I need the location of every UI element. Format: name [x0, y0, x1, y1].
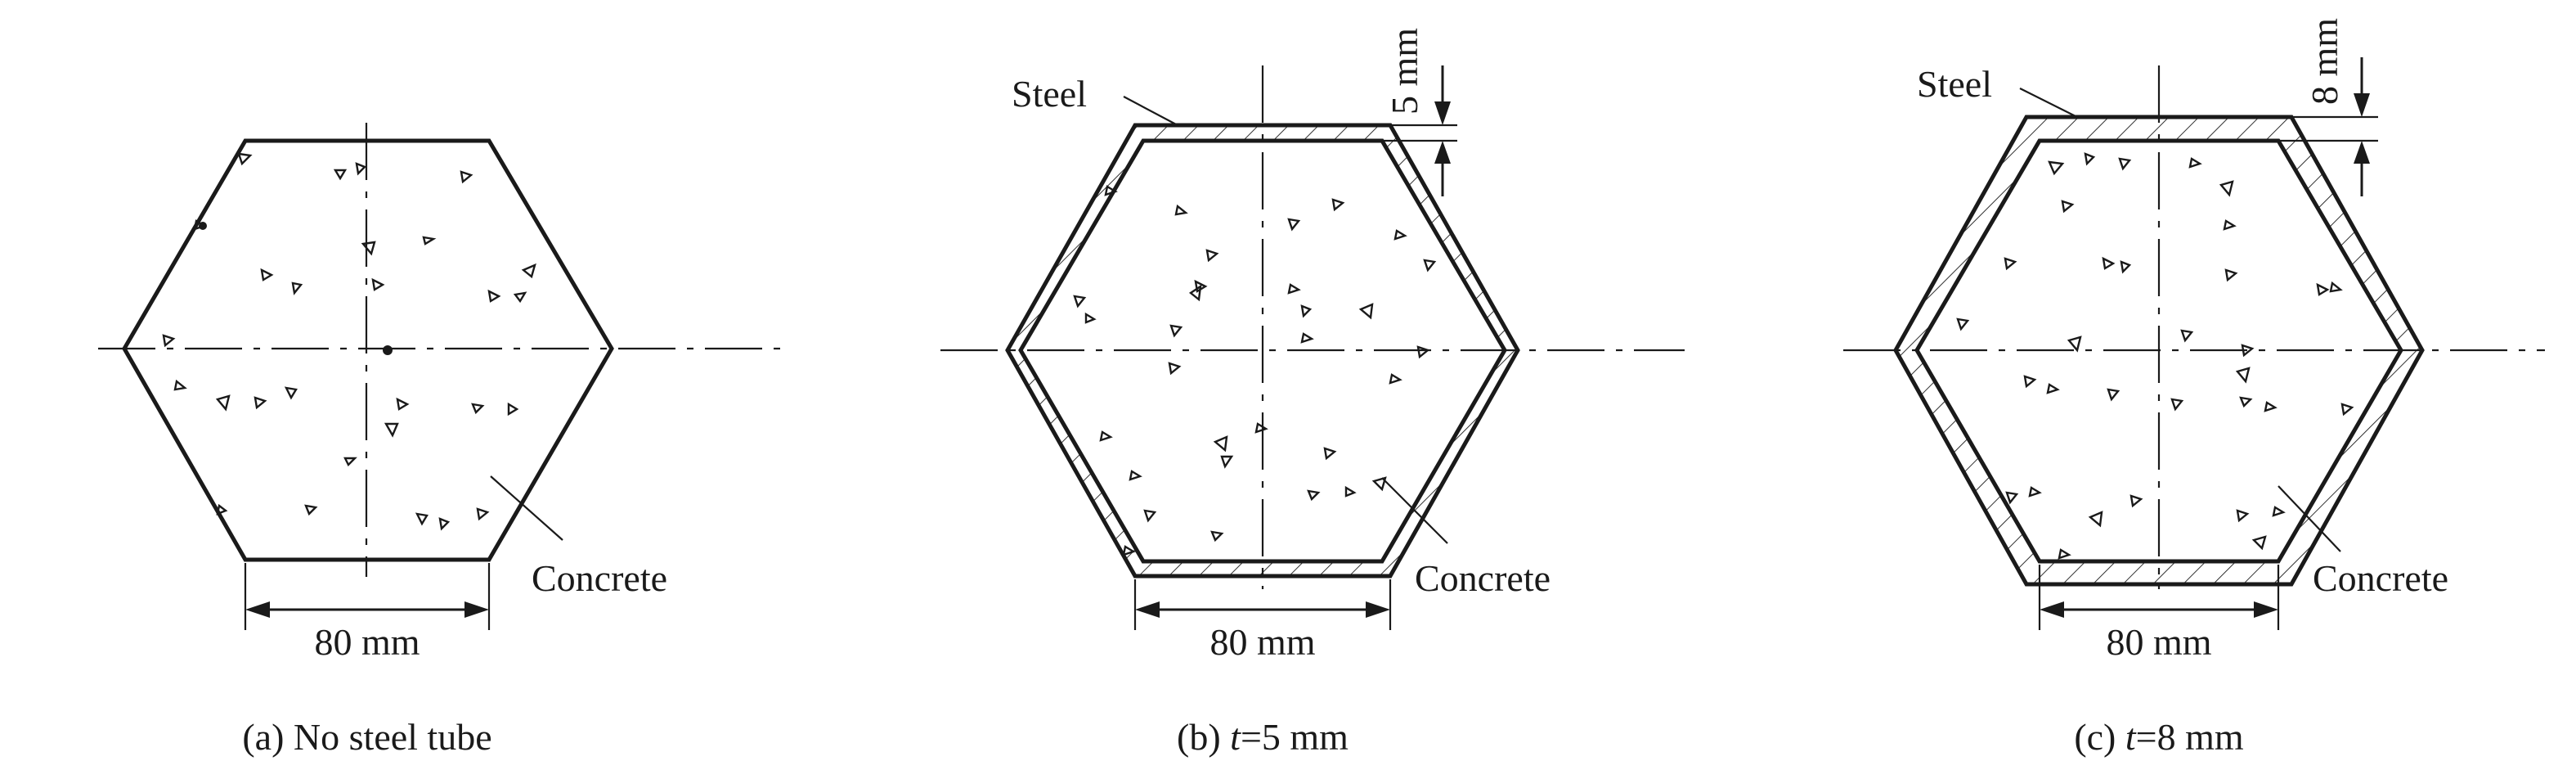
caption-b: (b) t=5 mm — [1177, 716, 1349, 758]
concrete-leader-c: Concrete — [2278, 485, 2448, 599]
concrete-section-a — [122, 138, 614, 562]
width-label-a: 80 mm — [314, 621, 420, 663]
steel-leader-c: Steel — [1917, 63, 2078, 118]
steel-label-b: Steel — [1012, 73, 1087, 115]
aggregate-c — [1956, 152, 2354, 560]
caption-a: (a) No steel tube — [242, 716, 491, 758]
centerlines-b — [940, 65, 1685, 589]
centerlines-a — [98, 123, 785, 577]
aggregate-a — [162, 152, 536, 531]
concrete-leader-a: Concrete — [490, 475, 667, 599]
panel-c: Steel Concrete 8 mm 80 mm (c) t=8 mm — [1843, 18, 2545, 758]
centerlines-c — [1843, 65, 2545, 589]
steel-label-c: Steel — [1917, 63, 1992, 105]
panel-b: Steel Concrete 5 mm 80 mm (b) t=5 mm — [940, 28, 1685, 758]
thickness-dimension-c: 8 mm — [2278, 18, 2378, 196]
width-label-b: 80 mm — [1209, 621, 1315, 663]
panel-a: Concrete 80 mm (a) No steel tube — [98, 123, 785, 758]
width-label-c: 80 mm — [2106, 621, 2211, 663]
width-dimension-b: 80 mm — [1133, 579, 1392, 663]
thickness-label-c: 8 mm — [2304, 18, 2345, 105]
concrete-leader-b: Concrete — [1381, 477, 1551, 599]
aggregate-b — [1073, 185, 1437, 556]
caption-c: (c) t=8 mm — [2074, 716, 2244, 758]
width-dimension-a: 80 mm — [244, 563, 491, 663]
width-dimension-c: 80 mm — [2038, 565, 2280, 663]
thickness-label-b: 5 mm — [1384, 28, 1425, 115]
thickness-dimension-b: 5 mm — [1382, 28, 1457, 196]
steel-leader-b: Steel — [1012, 73, 1178, 126]
concrete-label-b: Concrete — [1415, 557, 1551, 599]
concrete-label-a: Concrete — [532, 557, 667, 599]
concrete-label-c: Concrete — [2313, 557, 2448, 599]
